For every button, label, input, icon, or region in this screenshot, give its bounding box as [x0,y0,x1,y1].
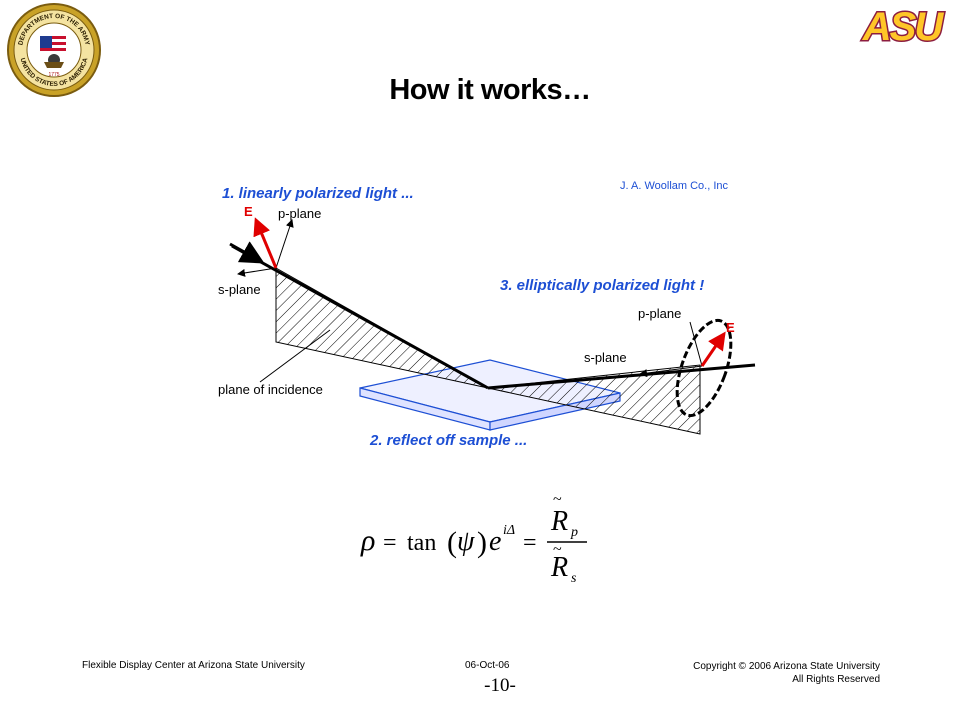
army-seal-logo: DEPARTMENT OF THE ARMY UNITED STATES OF … [7,3,101,97]
asu-logo: ASU [860,4,948,48]
page-number: -10- [484,675,516,696]
formula-rho: ρ [360,524,375,557]
reflected-beam [487,363,756,390]
formula-numerator-sub: p [570,525,578,540]
formula-equals-2: = [523,530,537,556]
formula-tilde-bottom: ~ [553,541,562,558]
formula-e: e [489,526,501,557]
step-2-label: 2. reflect off sample ... [369,432,527,449]
p-plane-axis-right [689,321,703,367]
footer-date: 06-Oct-06 [465,660,510,671]
s-plane-axis-right [639,365,703,378]
credit-label: J. A. Woollam Co., Inc [620,180,729,192]
ellipsometry-formula: ρ = tan ( ψ ) e iΔ = ~ R p ~ R s [360,491,587,585]
s-plane-label-right: s-plane [584,350,627,365]
formula-tilde-top: ~ [553,491,562,508]
polarization-ellipse [675,318,733,418]
formula-denominator: R [550,552,568,583]
formula-paren-close: ) [477,526,487,559]
footer-rights-line: All Rights Reserved [792,674,880,685]
plane-of-incidence-label: plane of incidence [218,382,323,397]
p-plane-label-left: p-plane [278,206,321,221]
e-label-left: E [244,204,253,219]
p-plane-label-right: p-plane [638,306,681,321]
formula-denominator-sub: s [571,571,577,585]
footer-copyright: Copyright © 2006 Arizona State Universit… [640,660,880,686]
army-seal-year: 1775 [48,72,59,78]
formula-psi: ψ [457,526,475,557]
slide-title: How it works… [389,74,591,106]
footer-copyright-line: Copyright © 2006 Arizona State Universit… [693,661,880,672]
asu-logo-text: ASU [862,5,945,48]
formula-tan: tan [407,530,436,556]
step-1-label: 1. linearly polarized light ... [222,185,414,202]
formula-equals-1: = [383,530,397,556]
formula-numerator: R [550,506,568,537]
step-3-label: 3. elliptically polarized light ! [500,277,704,294]
incident-beam [231,244,489,390]
e-label-right: E [726,320,735,335]
ellipsometry-diagram: 1. linearly polarized light ... J. A. Wo… [218,180,756,449]
formula-exponent: iΔ [503,523,515,538]
footer-organization: Flexible Display Center at Arizona State… [82,660,305,671]
s-plane-label-left: s-plane [218,282,261,297]
s-plane-axis-left [237,267,277,277]
incident-arrow-icon [229,241,265,264]
p-plane-axis-left [275,219,294,269]
plane-of-incidence-leader [259,329,331,383]
e-vector-left [253,217,278,269]
e-vector-right [700,331,726,367]
formula-paren-open: ( [447,526,457,559]
